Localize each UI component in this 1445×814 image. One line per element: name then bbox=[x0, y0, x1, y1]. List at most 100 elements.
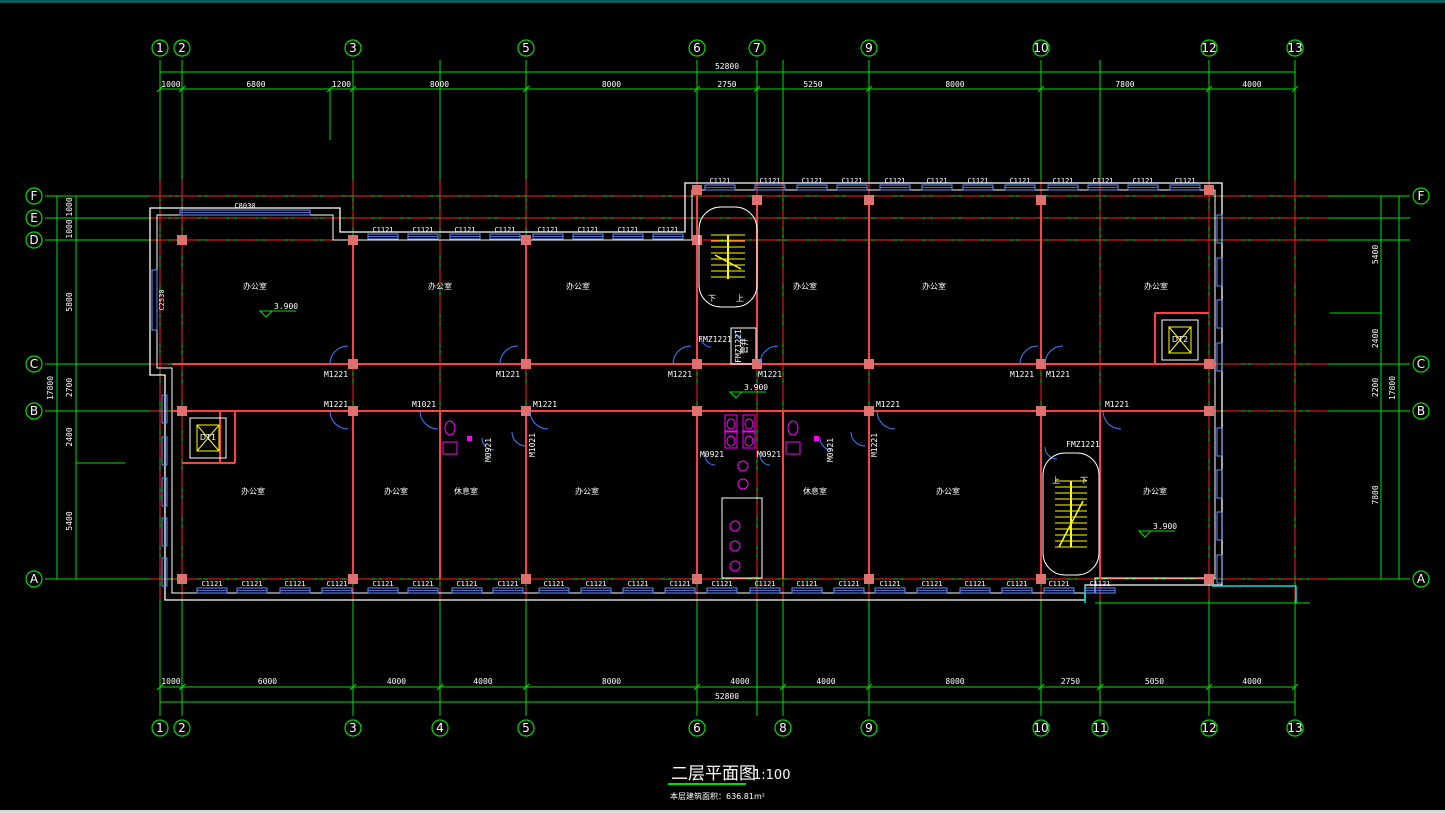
structural-column bbox=[864, 406, 874, 416]
floor-drain bbox=[467, 436, 472, 441]
axis-bubble-right bbox=[1412, 402, 1430, 420]
structural-column bbox=[1204, 574, 1214, 584]
elevation-value: 3.900 bbox=[1153, 522, 1177, 531]
axis-bubble-bottom bbox=[1032, 719, 1050, 737]
dim-bottom-seg: 8000 bbox=[602, 677, 621, 686]
window-label: C1121 bbox=[1009, 177, 1030, 185]
drawing-scale: 1:100 bbox=[753, 768, 790, 783]
window-label: C1121 bbox=[585, 580, 606, 588]
stair-label: 上 bbox=[736, 294, 744, 303]
toilet-bowl bbox=[444, 420, 456, 436]
dim-left-seg: 5800 bbox=[65, 292, 74, 311]
axis-bubble-bottom bbox=[173, 719, 191, 737]
dim-tick bbox=[436, 683, 444, 691]
window-label: C1121 bbox=[1048, 580, 1069, 588]
axis-bubble-top bbox=[860, 39, 878, 57]
window-label: C1121 bbox=[967, 177, 988, 185]
structural-column bbox=[177, 235, 187, 245]
window-label: C1121 bbox=[1052, 177, 1073, 185]
door-swing bbox=[329, 345, 349, 365]
window-label: C1121 bbox=[884, 177, 905, 185]
toilet-bowl bbox=[726, 418, 736, 430]
room-label: 休息室 bbox=[803, 486, 827, 496]
window-label: C1121 bbox=[754, 580, 775, 588]
floor-drain bbox=[814, 436, 819, 441]
dim-tick bbox=[349, 85, 357, 93]
window-label: C1121 bbox=[838, 580, 859, 588]
window-label: C1121 bbox=[241, 580, 262, 588]
door-label: M0921 bbox=[826, 438, 835, 462]
dim-bottom-total: 52800 bbox=[715, 692, 739, 701]
structural-column bbox=[692, 406, 702, 416]
structural-column bbox=[864, 359, 874, 369]
door-swing bbox=[419, 410, 439, 430]
structural-column bbox=[1204, 406, 1214, 416]
dim-bottom-seg: 1000 bbox=[161, 677, 180, 686]
room-label: 办公室 bbox=[243, 281, 267, 291]
room-label: 休息室 bbox=[454, 486, 478, 496]
axis-bubble-top bbox=[151, 39, 169, 57]
dim-tick bbox=[865, 85, 873, 93]
urinal-fixture bbox=[737, 478, 749, 490]
dim-tick bbox=[522, 85, 530, 93]
window-label: C1121 bbox=[412, 226, 433, 234]
axis-label-left: D bbox=[29, 233, 38, 247]
door-swing bbox=[481, 437, 495, 451]
dim-left-seg: 1000 bbox=[65, 197, 74, 216]
window-label: C1121 bbox=[657, 226, 678, 234]
window-label: C1121 bbox=[543, 580, 564, 588]
axis-bubble-bottom bbox=[1286, 719, 1304, 737]
axis-bubble-left bbox=[25, 231, 43, 249]
window-frame bbox=[1216, 342, 1223, 372]
dim-top-seg: 5250 bbox=[803, 80, 822, 89]
door-swing bbox=[1102, 410, 1122, 430]
axis-bubble-top bbox=[748, 39, 766, 57]
dim-right-seg: 2200 bbox=[1371, 378, 1380, 397]
window-frame bbox=[1216, 299, 1223, 329]
urinal-fixture bbox=[729, 520, 741, 532]
window-label: C1121 bbox=[926, 177, 947, 185]
axis-label-top: 13 bbox=[1287, 41, 1302, 55]
dim-bottom-seg: 5050 bbox=[1145, 677, 1164, 686]
stair-arrow bbox=[1058, 500, 1084, 548]
room-label: 办公室 bbox=[241, 486, 265, 496]
door-swing bbox=[529, 410, 549, 430]
axis-label-top: 9 bbox=[865, 41, 873, 55]
door-swing bbox=[704, 454, 716, 466]
elevation-value: 3.900 bbox=[744, 383, 768, 392]
window-label: C1121 bbox=[759, 177, 780, 185]
elevation-marker bbox=[728, 391, 744, 399]
door-label: M0921 bbox=[757, 450, 781, 459]
door-swing bbox=[499, 345, 519, 365]
axis-bubble-left bbox=[25, 570, 43, 588]
structural-column bbox=[521, 574, 531, 584]
axis-label-left: A bbox=[30, 572, 39, 586]
structural-column bbox=[692, 185, 702, 195]
axis-bubble-left bbox=[25, 402, 43, 420]
axis-label-right: B bbox=[1417, 404, 1425, 418]
area-note: 本层建筑面积：636.81m² bbox=[670, 791, 765, 801]
axis-bubble-left bbox=[25, 187, 43, 205]
dim-right-seg: 2400 bbox=[1371, 329, 1380, 348]
dim-tick bbox=[1291, 85, 1299, 93]
dim-tick bbox=[178, 683, 186, 691]
window-frame bbox=[161, 517, 168, 547]
room-label: 办公室 bbox=[936, 486, 960, 496]
dim-top-seg: 8000 bbox=[602, 80, 621, 89]
door-label: M1221 bbox=[758, 370, 782, 379]
columns bbox=[177, 185, 1214, 584]
axis-label-right: C bbox=[1417, 357, 1425, 371]
axis-label-bottom: 5 bbox=[522, 721, 530, 735]
axis-bubble-right bbox=[1412, 355, 1430, 373]
structural-column bbox=[1036, 359, 1046, 369]
window-label: C1121 bbox=[879, 580, 900, 588]
elevator-cross bbox=[1168, 326, 1192, 354]
elevator-label: DT2 bbox=[1172, 335, 1188, 344]
dim-tick bbox=[1205, 683, 1213, 691]
structural-column bbox=[1036, 406, 1046, 416]
window-frame bbox=[151, 269, 158, 331]
dim-top-seg: 1000 bbox=[161, 80, 180, 89]
axis-bubble-bottom bbox=[774, 719, 792, 737]
